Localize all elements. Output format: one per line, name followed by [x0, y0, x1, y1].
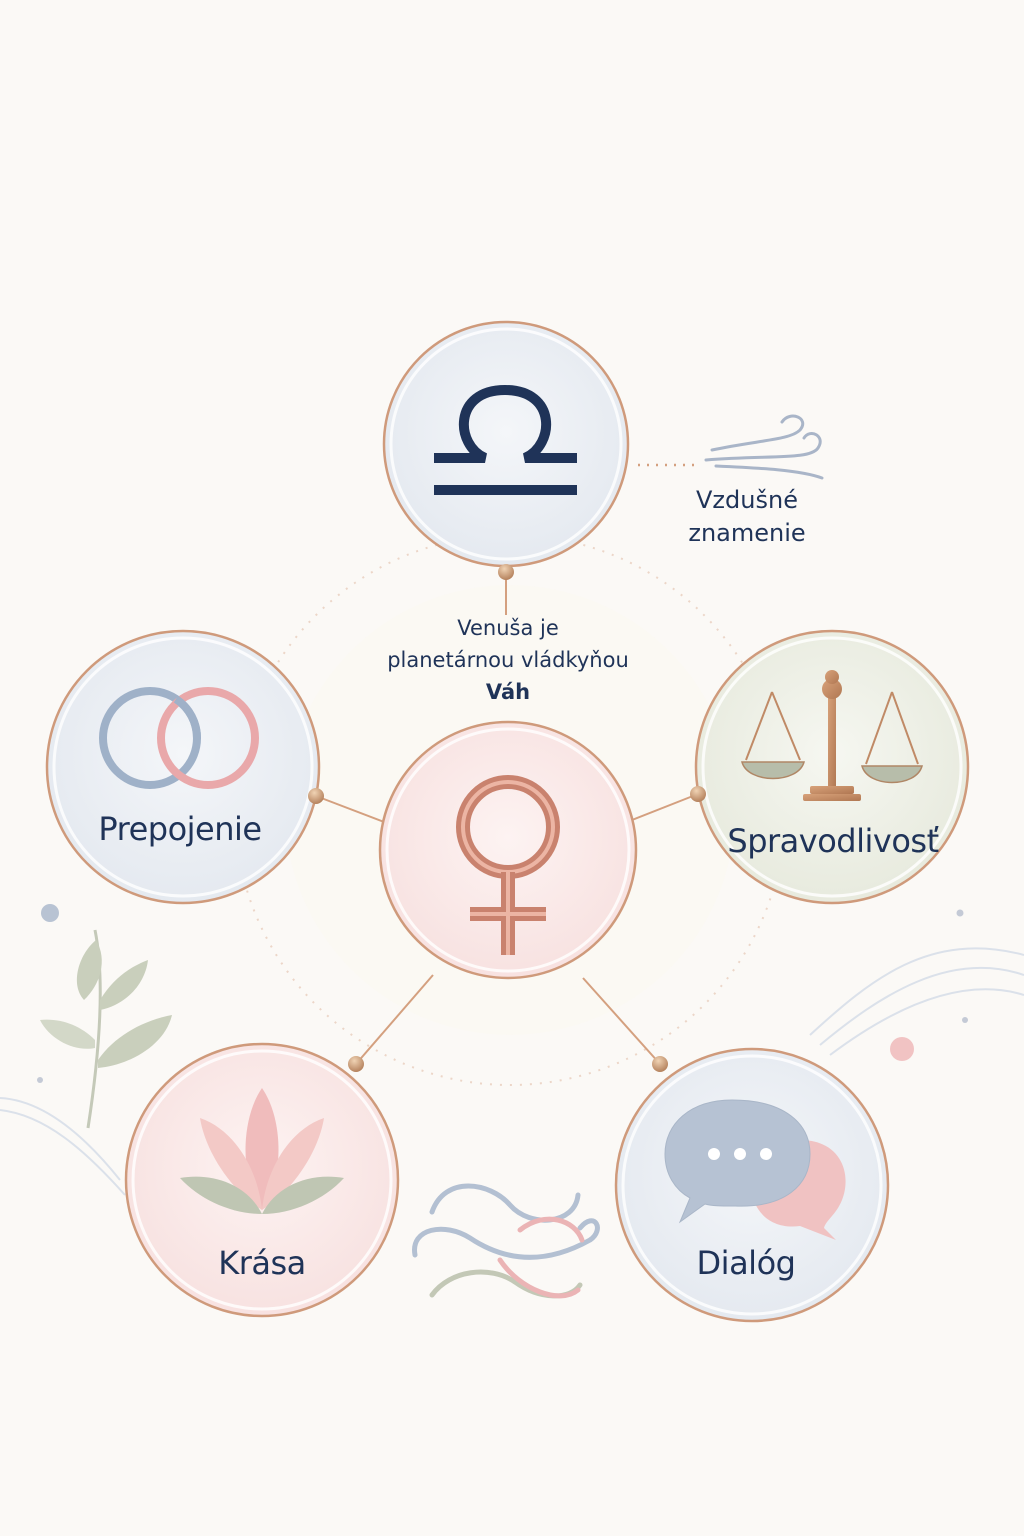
node-beauty-label: Krása — [218, 1244, 306, 1282]
center-caption: Venuša je planetárnou vládkyňou Váh — [358, 612, 658, 708]
infinity-knot-icon — [412, 1183, 600, 1299]
node-libra — [382, 320, 630, 568]
node-beauty — [124, 1042, 400, 1318]
lotus-icon — [180, 1088, 344, 1214]
connector-lines — [315, 570, 699, 1065]
scales-icon — [741, 670, 923, 801]
center-caption-line3: Váh — [358, 676, 658, 708]
center-caption-line2: planetárnou vládkyňou — [387, 648, 629, 672]
center-caption-emphasis: Váh — [485, 680, 531, 704]
air-sign-line2: znamenie — [688, 519, 806, 547]
node-justice-label: Spravodlivosť — [727, 822, 939, 860]
node-dialog — [614, 1047, 890, 1323]
node-dialog-label: Dialóg — [696, 1244, 796, 1282]
venus-icon — [456, 775, 560, 955]
air-sign-line1: Vzdušné — [696, 486, 798, 514]
decor-dots — [37, 904, 968, 1083]
wind-icon — [704, 414, 824, 480]
leaf-branch-icon — [40, 929, 172, 1129]
connector-knobs — [308, 564, 706, 1072]
node-connection — [45, 629, 321, 905]
node-justice — [694, 629, 970, 905]
speech-bubbles-icon — [664, 1099, 846, 1240]
center-caption-line1: Venuša je — [457, 616, 559, 640]
air-sign-annotation: Vzdušné znamenie — [672, 484, 822, 550]
node-venus — [378, 720, 638, 980]
libra-icon — [434, 384, 577, 495]
node-connection-label: Prepojenie — [98, 810, 262, 848]
interlocking-rings-icon — [99, 687, 259, 789]
flowing-lines — [0, 947, 1024, 1196]
